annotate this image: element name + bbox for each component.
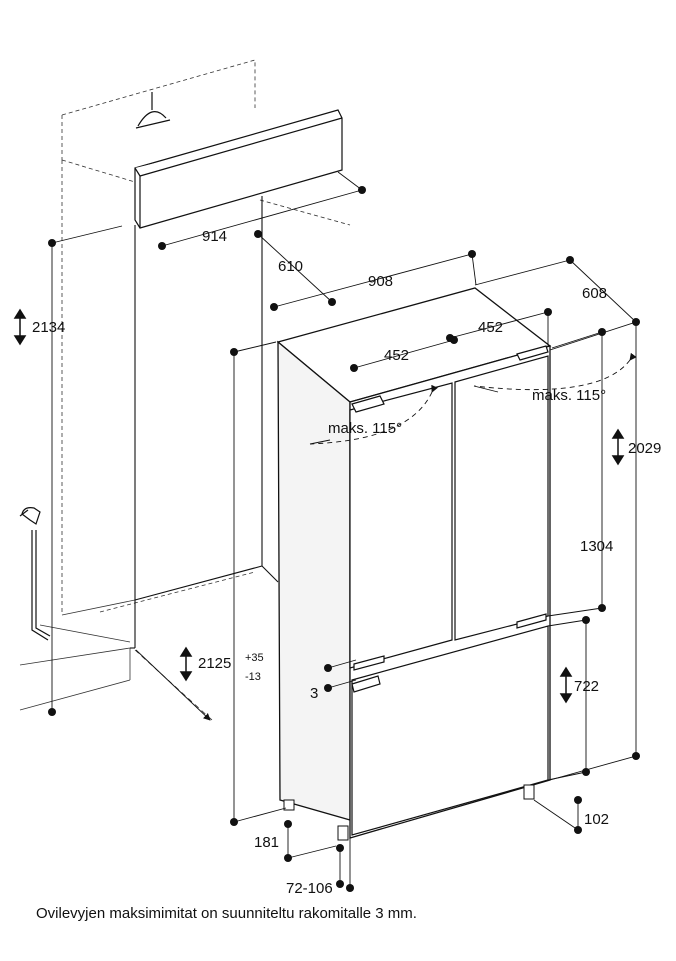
arrow-2134-icon: [13, 308, 27, 346]
label-452-left: 452: [384, 347, 409, 364]
label-angle-right: maks. 115°: [532, 387, 606, 404]
label-2125: 2125: [198, 655, 231, 672]
label-608: 608: [582, 285, 607, 302]
label-1304: 1304: [580, 538, 613, 555]
label-908: 908: [368, 273, 393, 290]
arrow-722-icon: [559, 666, 573, 704]
label-72-106: 72-106: [286, 880, 333, 897]
wall-mount-icon: [135, 92, 171, 129]
label-2029: 2029: [628, 440, 661, 457]
fridge-doors: [349, 345, 549, 836]
door-swing-arcs: [309, 352, 637, 445]
dimension-dots: [48, 186, 640, 892]
label-angle-left: maks. 115°: [328, 420, 402, 437]
dimension-lines: [51, 171, 637, 888]
caption-note: Ovilevyjen maksimimitat on suunniteltu r…: [36, 905, 417, 922]
label-2134: 2134: [32, 319, 65, 336]
label-610: 610: [278, 258, 303, 275]
label-452-right: 452: [478, 319, 503, 336]
depth-arrow: [135, 649, 211, 721]
label-102: 102: [584, 811, 609, 828]
arrow-2029-icon: [611, 428, 625, 466]
niche-outline: [19, 59, 351, 721]
height-arrows: [13, 308, 625, 704]
fridge-feet: [283, 784, 535, 841]
label-181: 181: [254, 834, 279, 851]
label-722: 722: [574, 678, 599, 695]
label-3: 3: [310, 685, 318, 702]
cabinet-walls: [130, 196, 279, 649]
label-2125-minus: -13: [245, 671, 261, 683]
dimension-labels: 914 610 908 608 452 452 2134 2029 1304 7…: [32, 228, 661, 897]
top-trim-panel: [134, 109, 343, 229]
label-2125-plus: +35: [245, 652, 264, 664]
arrow-2125-icon: [179, 646, 193, 682]
label-914: 914: [202, 228, 227, 245]
water-connection-icon: [19, 507, 51, 641]
